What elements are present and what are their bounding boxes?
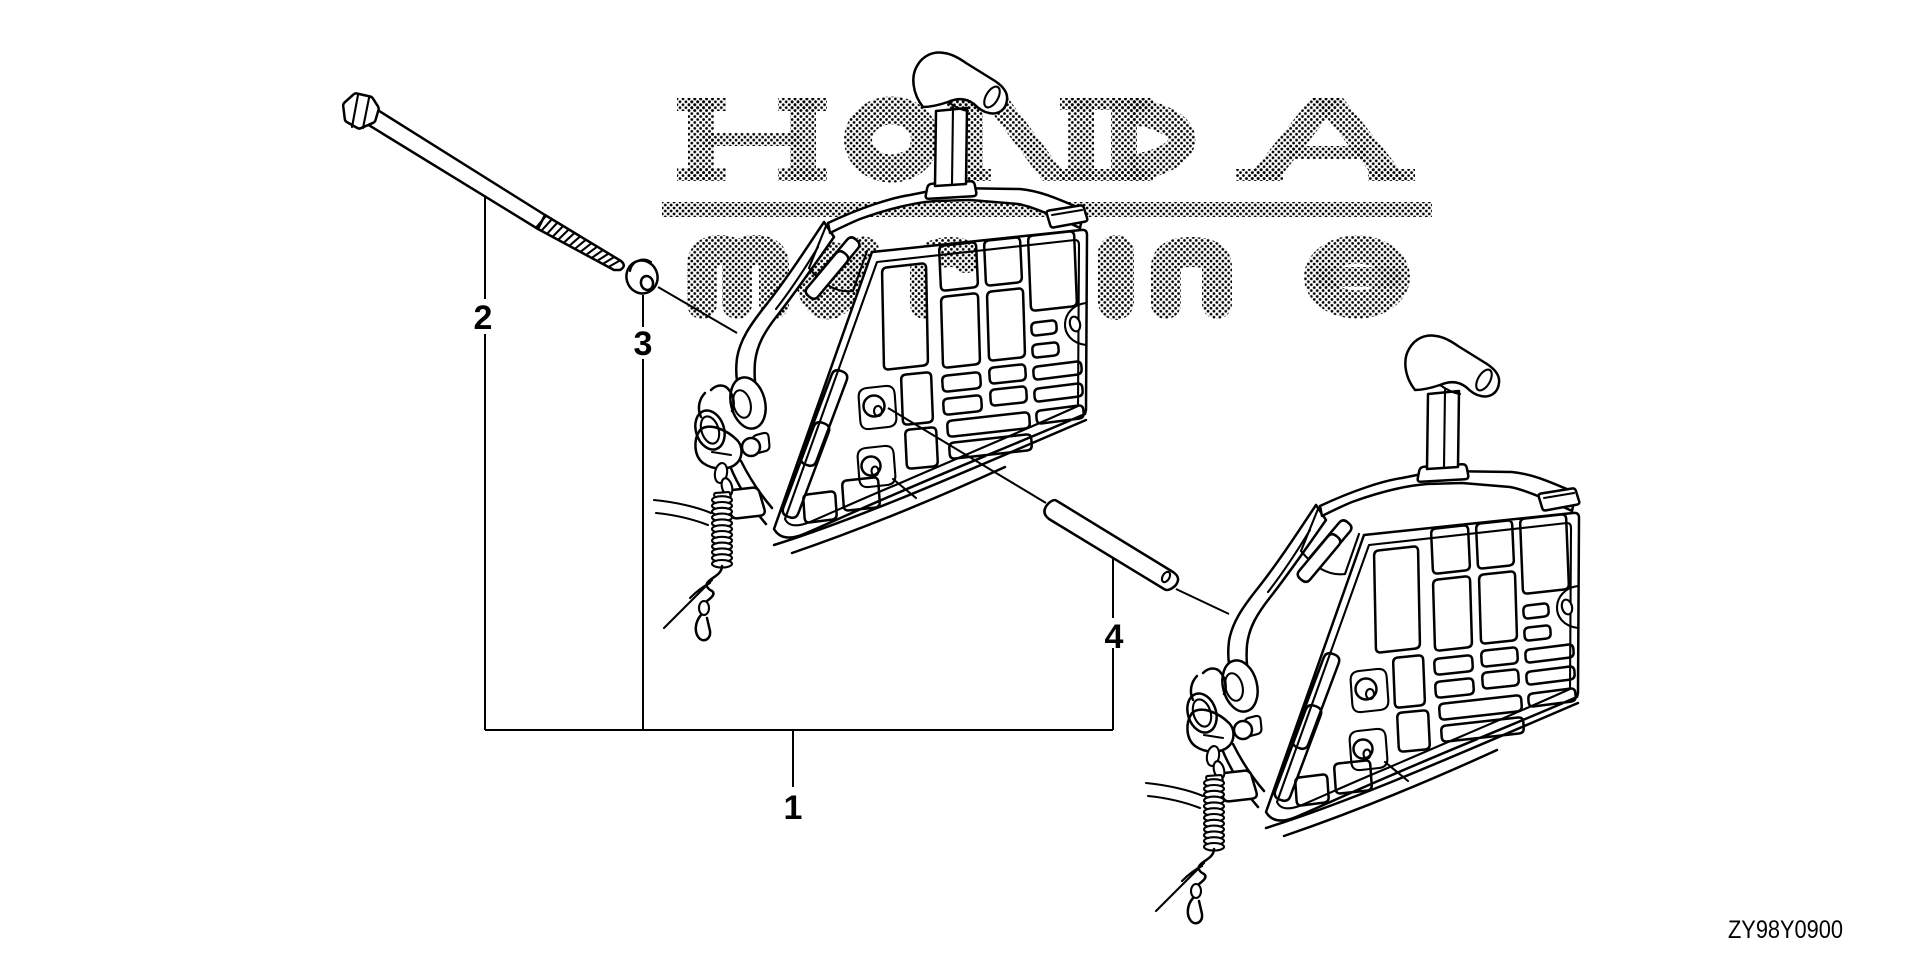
svg-text:1: 1 bbox=[784, 789, 803, 827]
svg-text:2: 2 bbox=[474, 299, 493, 337]
svg-text:3: 3 bbox=[634, 325, 653, 363]
svg-text:4: 4 bbox=[1105, 618, 1124, 656]
svg-text:ZY98Y0900: ZY98Y0900 bbox=[1728, 916, 1843, 944]
